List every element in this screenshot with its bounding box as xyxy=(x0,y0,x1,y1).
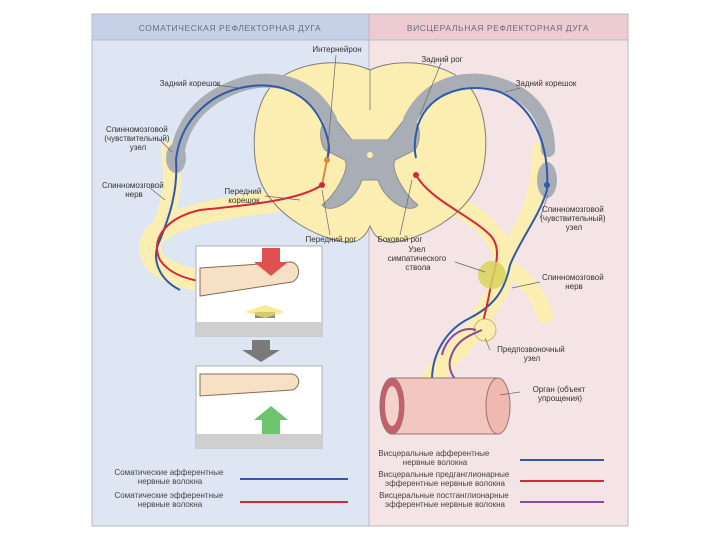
visceral-preganglionic-fiber xyxy=(415,174,498,326)
label-posterior-root-left: Задний корешок xyxy=(160,79,221,88)
label-ganglion-left: Спинномозговой (чувствительный) узел xyxy=(104,125,172,152)
legend-visceral-preganglionic: Висцеральные предганглионарные эфферентн… xyxy=(378,470,511,488)
label-ganglion-right: Спинномозговой (чувствительный) узел xyxy=(540,205,608,232)
stimulus-illustration xyxy=(195,245,323,337)
central-canal xyxy=(367,152,373,158)
somatic-afferent-fiber xyxy=(155,84,331,291)
label-anterior-root: Передний корешок xyxy=(224,187,263,205)
label-spinal-nerve-right: Спинномозговой нерв xyxy=(542,273,606,291)
interneuron-fiber xyxy=(321,159,328,186)
label-anterior-horn: Передний рог xyxy=(306,235,357,244)
diagram-frame xyxy=(91,13,629,527)
legend-visceral-postganglionic: Висцеральные постганглионарные эфферентн… xyxy=(379,491,511,509)
transition-arrow-icon xyxy=(242,340,280,362)
motor-neuron-body xyxy=(319,182,325,188)
somatic-header-band xyxy=(92,14,369,40)
lateral-horn-neuron xyxy=(413,172,419,178)
somatic-efferent-fiber xyxy=(155,184,323,283)
legend-somatic-efferent: Соматические эфферентные нервные волокна xyxy=(115,491,226,509)
label-organ: Орган (объект упрощения) xyxy=(533,385,588,403)
visceral-header-band xyxy=(369,14,628,40)
legend-visceral: Висцеральные афферентные нервные волокна… xyxy=(378,449,604,509)
label-prevertebral-node: Предпозвоночный узел xyxy=(497,345,567,363)
withdraw-arrow-icon xyxy=(254,406,288,434)
somatic-header: СОМАТИЧЕСКАЯ РЕФЛЕКТОРНАЯ ДУГА xyxy=(139,23,322,33)
label-spinal-nerve-left: Спинномозговой нерв xyxy=(102,181,166,199)
posterior-root-right xyxy=(403,73,555,157)
pain-arrow-icon xyxy=(254,248,288,276)
response-illustration xyxy=(195,365,323,449)
label-posterior-horn: Задний рог xyxy=(421,55,462,64)
label-lateral-horn: Боковой рог xyxy=(378,235,423,244)
label-sympathetic-node: Узел симпатического ствола xyxy=(388,245,449,272)
legend-visceral-afferent: Висцеральные афферентные нервные волокна xyxy=(378,449,491,467)
visceral-sensory-neuron xyxy=(544,182,550,188)
leader-lines xyxy=(149,54,549,396)
prevertebral-node xyxy=(473,318,497,342)
legend-somatic: Соматические афферентные нервные волокна… xyxy=(114,468,348,509)
label-interneuron: Интернейрон xyxy=(312,45,361,54)
label-posterior-root-right: Задний корешок xyxy=(516,79,577,88)
legend-somatic-afferent: Соматические афферентные нервные волокна xyxy=(114,468,225,486)
organ-tube xyxy=(379,377,511,435)
interneuron-body xyxy=(324,157,330,163)
visceral-header: ВИСЦЕРАЛЬНАЯ РЕФЛЕКТОРНАЯ ДУГА xyxy=(407,23,589,33)
stimulus-spark-icon xyxy=(245,305,285,318)
sympathetic-trunk-node xyxy=(478,261,506,289)
